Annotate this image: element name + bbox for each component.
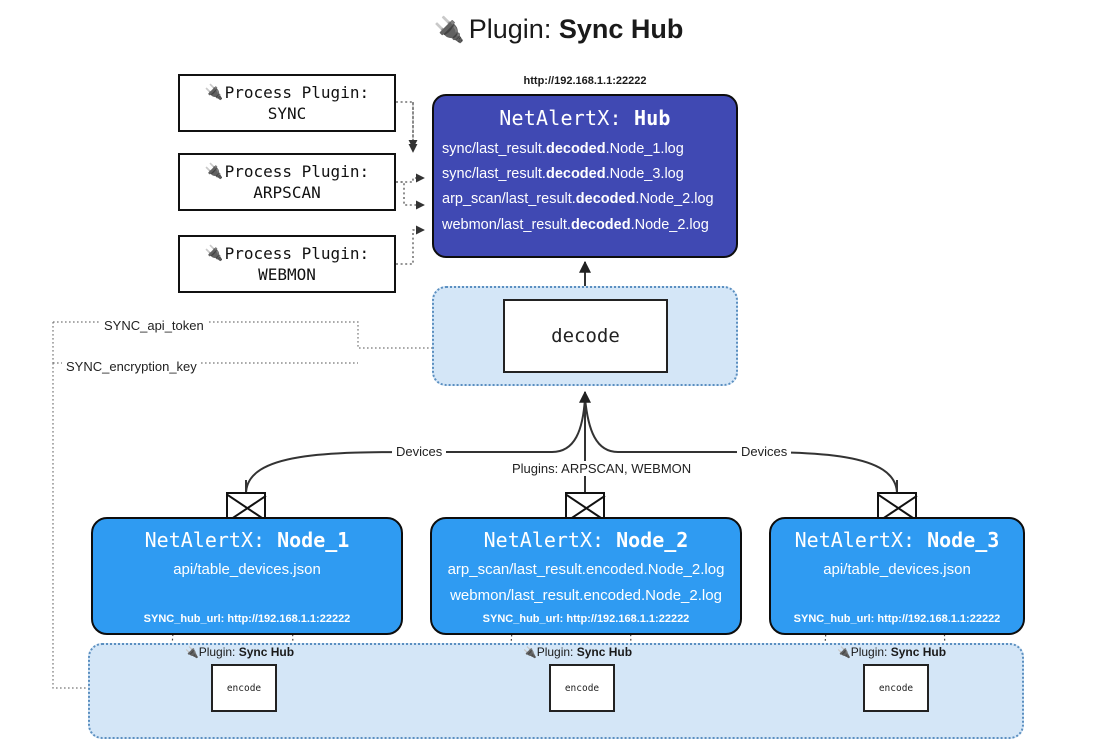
- process-plugin-label: Process Plugin:: [224, 243, 370, 263]
- node-title-prefix: NetAlertX:: [144, 528, 278, 552]
- encoder-tag-lead: Plugin:: [850, 645, 891, 659]
- log-post: .Node_3.log: [605, 166, 684, 183]
- process-plugin-box-webmon[interactable]: 🔌Process Plugin: WEBMON: [178, 235, 396, 293]
- node-resource-line: api/table_devices.json: [823, 561, 971, 578]
- log-post: .Node_2.log: [635, 191, 714, 208]
- log-post: .Node_2.log: [630, 216, 709, 233]
- hub-node-box[interactable]: NetAlertX: Hub sync/last_result.decoded.…: [432, 94, 738, 258]
- plug-icon: 🔌: [204, 82, 224, 101]
- node-box-node-1[interactable]: NetAlertX: Node_1 api/table_devices.json…: [91, 517, 403, 635]
- log-mid: decoded: [545, 166, 606, 183]
- plug-icon: 🔌: [204, 161, 224, 180]
- process-plugin-label: Process Plugin:: [224, 82, 370, 102]
- decode-box[interactable]: decode: [503, 299, 668, 373]
- encode-box-node-3[interactable]: encode: [863, 664, 929, 712]
- edge-label-plugins: Plugins: ARPSCAN, WEBMON: [508, 461, 696, 476]
- node-resource-line: api/table_devices.json: [173, 561, 321, 578]
- plug-icon: 🔌: [523, 647, 537, 659]
- hub-log-line: arp_scan/last_result.decoded.Node_2.log: [434, 187, 736, 212]
- log-pre: sync/last_result.: [442, 141, 546, 157]
- process-plugin-box-sync[interactable]: 🔌Process Plugin: SYNC: [178, 74, 396, 132]
- node-title: NetAlertX: Node_1: [93, 528, 401, 552]
- encode-box-node-2[interactable]: encode: [549, 664, 615, 712]
- page-title-name: Sync Hub: [558, 14, 684, 44]
- edge-label-devices-right: Devices: [737, 444, 792, 459]
- encoder-tag-name: Sync Hub: [238, 645, 295, 659]
- log-mid: decoded: [545, 141, 606, 157]
- hub-log-line: sync/last_result.decoded.Node_3.log: [434, 162, 736, 187]
- hub-title: NetAlertX: Hub: [434, 106, 736, 130]
- node-hub-url: SYNC_hub_url: http://192.168.1.1:22222: [482, 613, 690, 625]
- encoder-tag-lead: Plugin:: [536, 645, 577, 659]
- encoder-tag-name: Sync Hub: [576, 645, 633, 659]
- process-plugin-name: WEBMON: [258, 265, 316, 284]
- node-title-name: Node_1: [277, 528, 350, 552]
- page-title: 🔌Plugin: Sync Hub: [0, 14, 1117, 45]
- node-title-prefix: NetAlertX:: [794, 528, 928, 552]
- process-plugin-box-arpscan[interactable]: 🔌Process Plugin: ARPSCAN: [178, 153, 396, 211]
- page-title-lead: Plugin:: [468, 14, 559, 44]
- node-title-name: Node_3: [927, 528, 1000, 552]
- edge-label-api-token: SYNC_api_token: [100, 318, 208, 333]
- process-plugin-name: ARPSCAN: [253, 183, 321, 202]
- plug-icon: 🔌: [204, 243, 224, 262]
- node-title: NetAlertX: Node_2: [432, 528, 740, 552]
- edge-label-devices-left: Devices: [392, 444, 447, 459]
- node-title: NetAlertX: Node_3: [771, 528, 1023, 552]
- node-box-node-3[interactable]: NetAlertX: Node_3 api/table_devices.json…: [769, 517, 1025, 635]
- encode-box-node-1[interactable]: encode: [211, 664, 277, 712]
- log-pre: arp_scan/last_result.: [442, 191, 576, 208]
- plug-icon: 🔌: [185, 647, 199, 659]
- encoder-tag-lead: Plugin:: [198, 645, 239, 659]
- plug-icon: 🔌: [433, 16, 465, 44]
- node-resource-line: arp_scan/last_result.encoded.Node_2.log: [447, 561, 725, 578]
- edge-label-encryption-key: SYNC_encryption_key: [62, 359, 201, 374]
- log-post: .Node_1.log: [605, 141, 684, 157]
- hub-title-name: Hub: [633, 106, 671, 130]
- hub-log-line: sync/last_result.decoded.Node_1.log: [434, 137, 736, 162]
- encoder-plugin-tag: 🔌Plugin: Sync Hub: [185, 645, 294, 659]
- encoder-plugin-tag: 🔌Plugin: Sync Hub: [523, 645, 632, 659]
- node-box-node-2[interactable]: NetAlertX: Node_2 arp_scan/last_result.e…: [430, 517, 742, 635]
- hub-title-prefix: NetAlertX:: [499, 106, 634, 130]
- hub-url-label: http://192.168.1.1:22222: [523, 75, 647, 87]
- log-pre: sync/last_result.: [442, 166, 546, 183]
- node-title-prefix: NetAlertX:: [483, 528, 617, 552]
- hub-log-line: webmon/last_result.decoded.Node_2.log: [434, 213, 736, 238]
- node-hub-url: SYNC_hub_url: http://192.168.1.1:22222: [143, 613, 351, 625]
- encoder-tag-name: Sync Hub: [890, 645, 947, 659]
- node-title-name: Node_2: [616, 528, 689, 552]
- log-mid: decoded: [570, 216, 631, 233]
- process-plugin-name: SYNC: [267, 104, 307, 123]
- log-pre: webmon/last_result.: [442, 216, 571, 233]
- node-hub-url: SYNC_hub_url: http://192.168.1.1:22222: [793, 613, 1001, 625]
- log-mid: decoded: [575, 191, 636, 208]
- process-plugin-label: Process Plugin:: [224, 161, 370, 181]
- plug-icon: 🔌: [837, 647, 851, 659]
- encoder-plugin-tag: 🔌Plugin: Sync Hub: [837, 645, 946, 659]
- node-resource-line: webmon/last_result.encoded.Node_2.log: [450, 587, 722, 605]
